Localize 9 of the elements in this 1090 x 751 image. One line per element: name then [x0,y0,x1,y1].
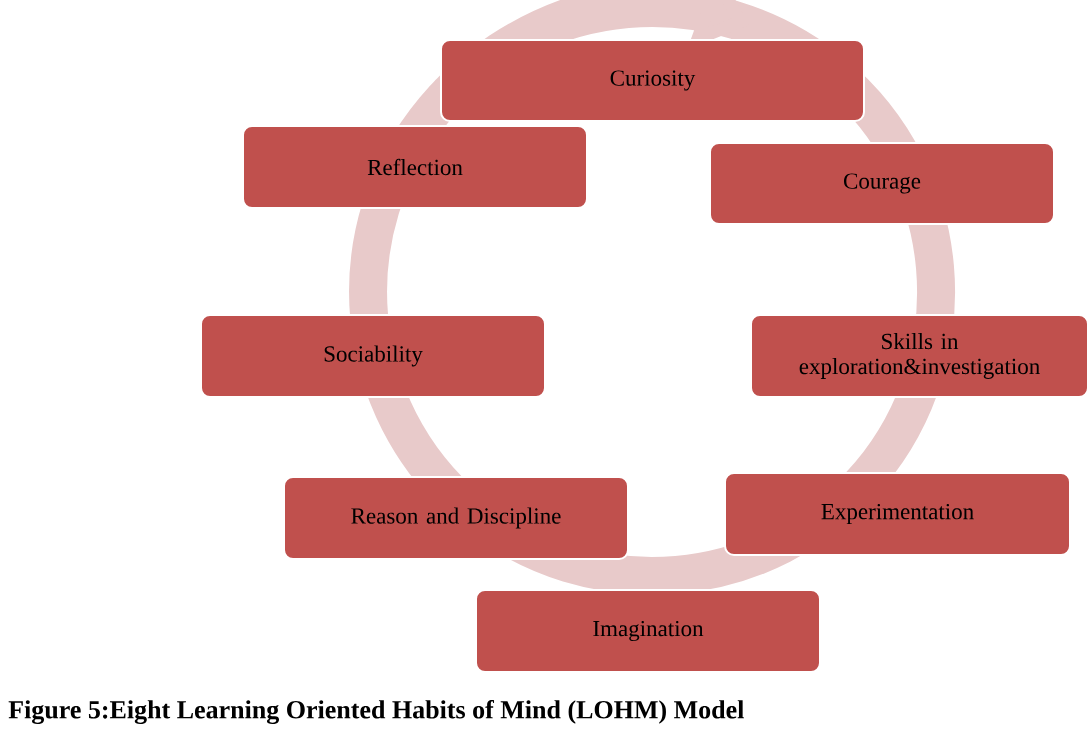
habit-box: Skills in exploration&investigation [750,314,1089,398]
figure-caption: Figure 5:Eight Learning Oriented Habits of Mind (LOHM) Model [8,699,744,724]
habit-box: Curiosity [440,39,865,122]
habit-box: Courage [709,142,1055,225]
habit-box: Imagination [475,589,821,673]
habit-box: Reflection [242,125,588,209]
habit-box: Experimentation [724,472,1071,556]
habit-box: Sociability [200,314,546,398]
habit-box: Reason and Discipline [283,476,629,560]
